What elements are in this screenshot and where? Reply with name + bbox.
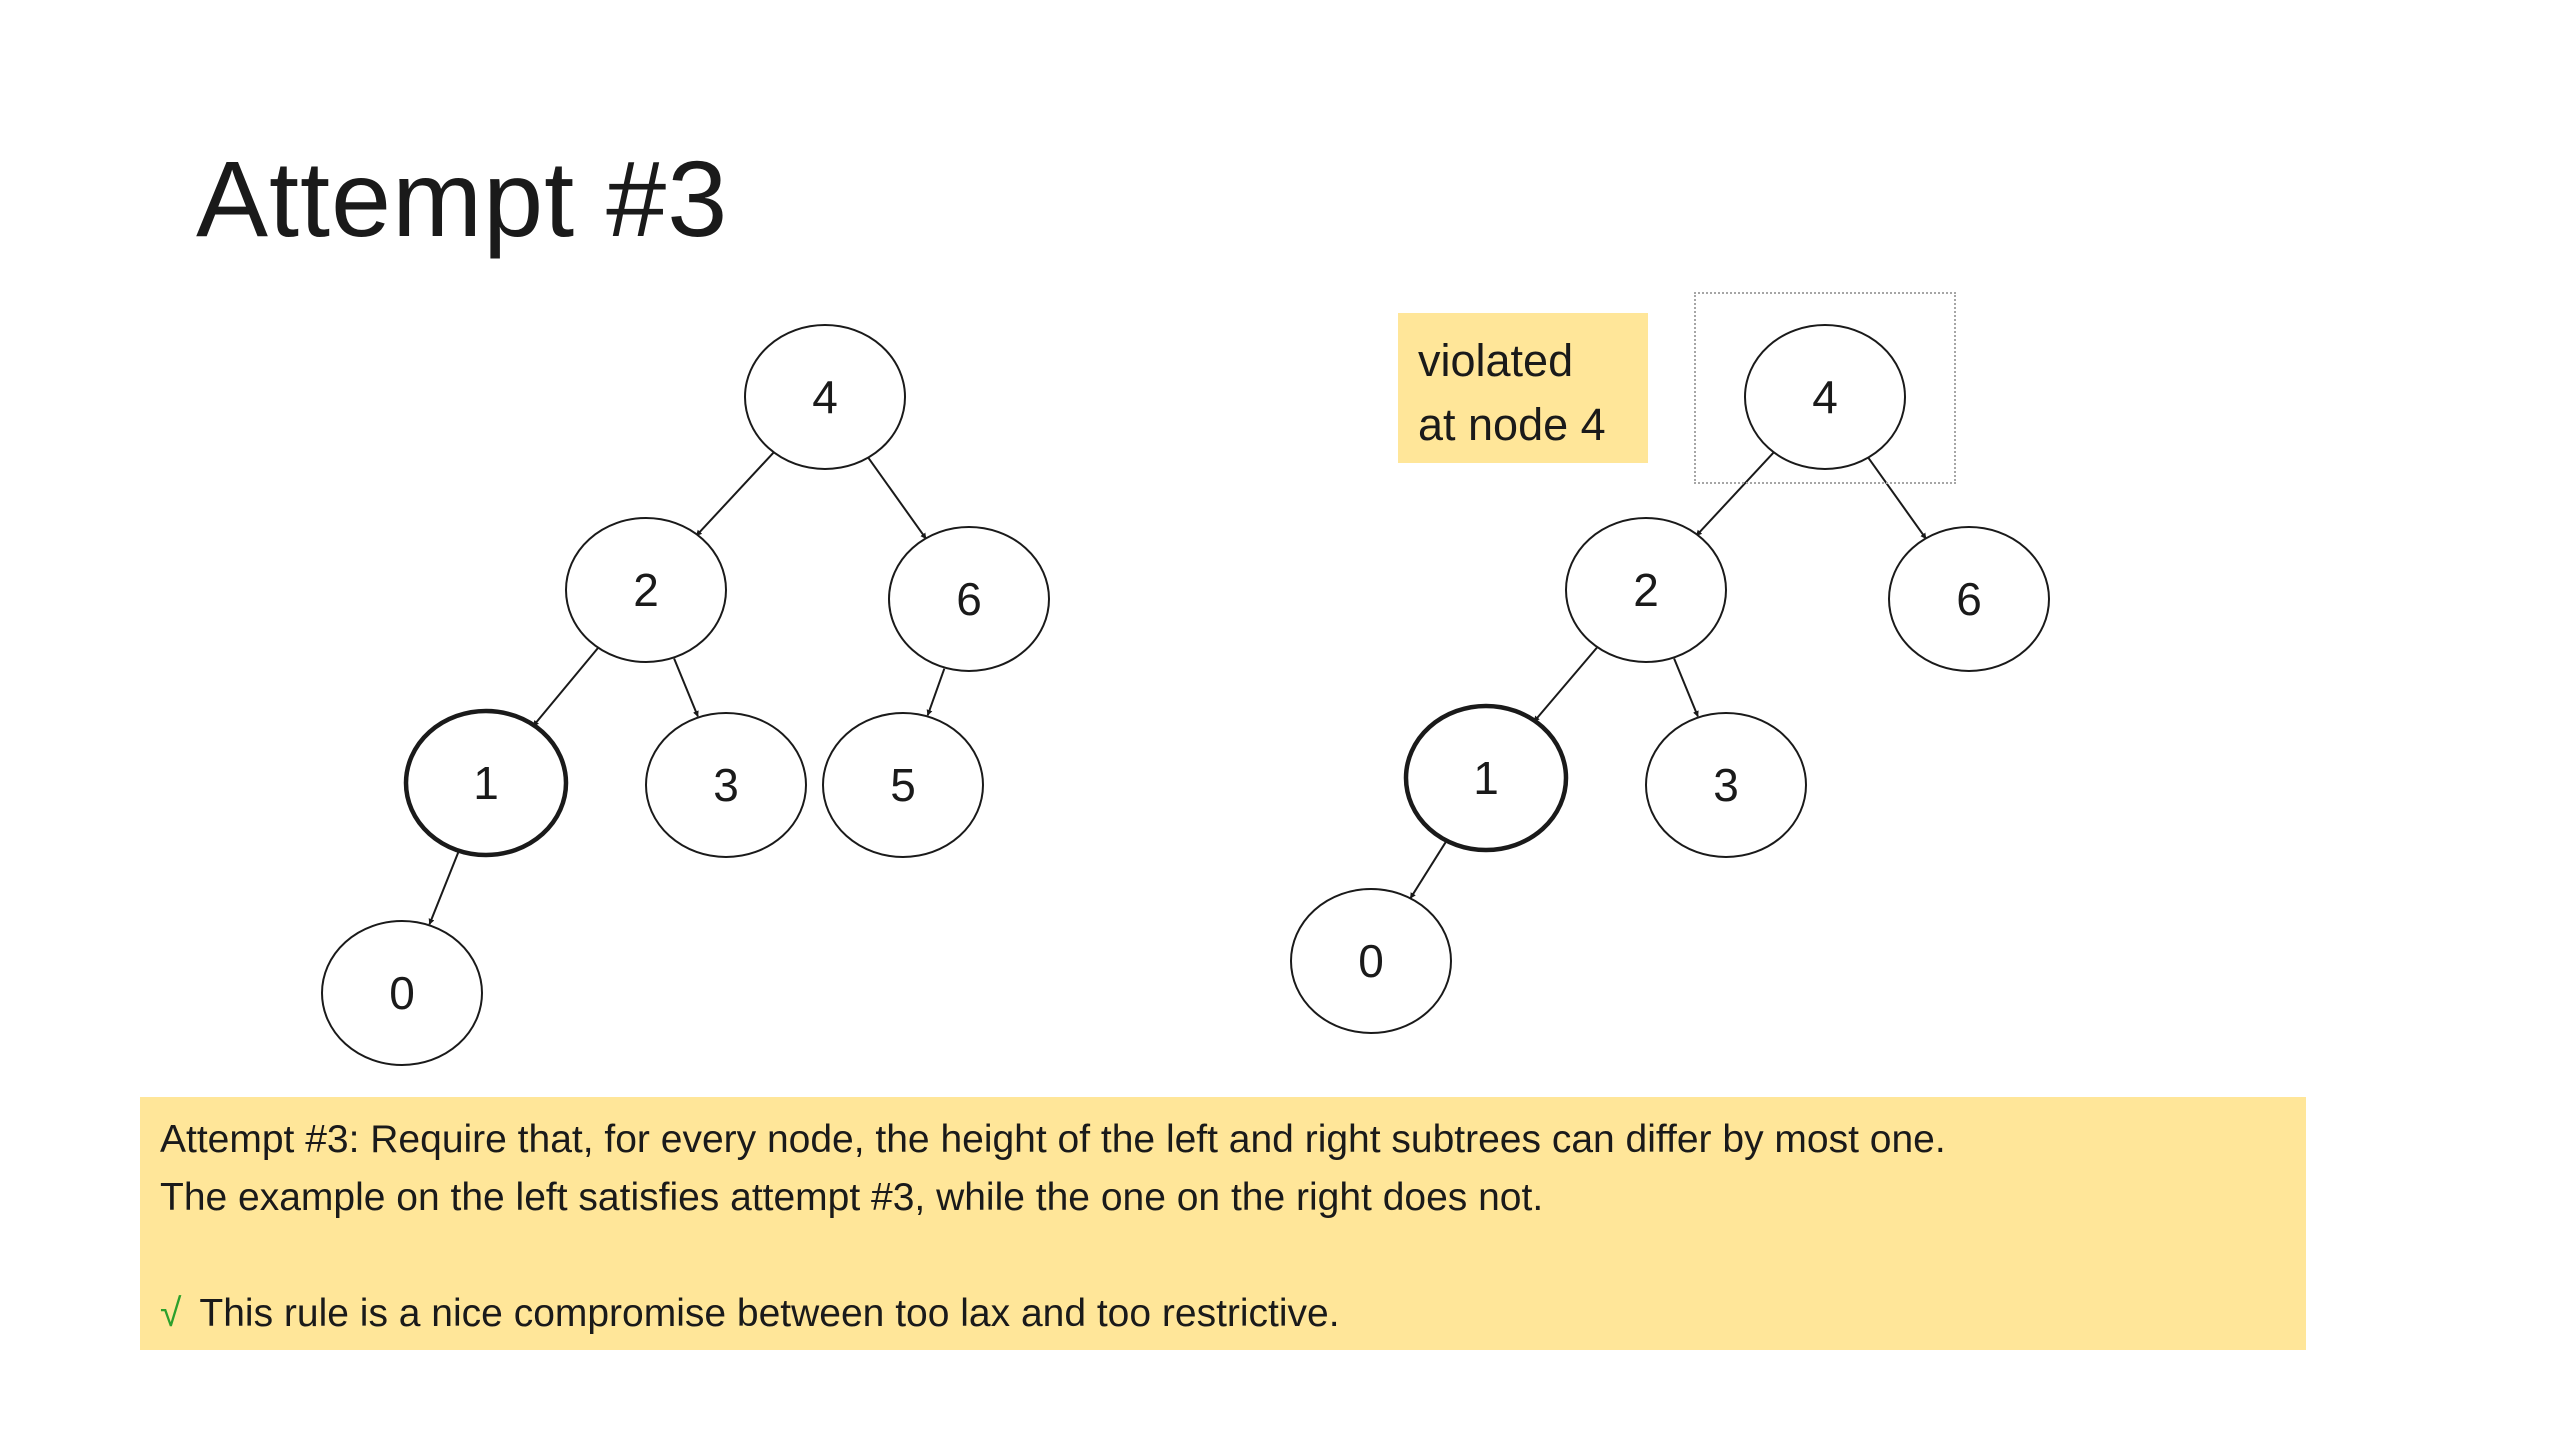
left-edge-n1-n0 bbox=[428, 851, 460, 925]
right-tree-node-2: 2 bbox=[1565, 517, 1727, 663]
right-edge-n1-n0 bbox=[1409, 840, 1448, 899]
explanation-line-3-row: √ This rule is a nice compromise between … bbox=[160, 1285, 2286, 1343]
right-edge-n2-n1 bbox=[1533, 645, 1599, 723]
left-edge-n4-n6 bbox=[867, 456, 927, 540]
left-tree-node-6: 6 bbox=[888, 526, 1050, 672]
left-tree-node-4: 4 bbox=[744, 324, 906, 470]
explanation-spacer bbox=[160, 1227, 2286, 1285]
violation-callout: violated at node 4 bbox=[1398, 313, 1648, 463]
right-edge-n4-n6 bbox=[1867, 456, 1927, 540]
right-node-circle-0 bbox=[1290, 888, 1452, 1034]
left-node-label-0: 0 bbox=[389, 967, 415, 1019]
left-tree-node-1: 1 bbox=[403, 708, 569, 858]
left-tree-node-0: 0 bbox=[321, 920, 483, 1066]
left-node-circle-0 bbox=[321, 920, 483, 1066]
left-tree-node-2: 2 bbox=[565, 517, 727, 663]
right-edge-n2-n3 bbox=[1673, 658, 1699, 718]
left-tree-node-5: 5 bbox=[822, 712, 984, 858]
left-node-label-1: 1 bbox=[473, 757, 499, 809]
right-node-circle-6 bbox=[1888, 526, 2050, 672]
right-node-circle-4 bbox=[1744, 324, 1906, 470]
left-node-circle-3 bbox=[645, 712, 807, 858]
right-tree-node-1: 1 bbox=[1403, 703, 1569, 853]
left-node-circle-5 bbox=[822, 712, 984, 858]
left-edge-n6-n5 bbox=[926, 668, 946, 716]
left-node-label-6: 6 bbox=[956, 573, 982, 625]
right-tree-node-0: 0 bbox=[1290, 888, 1452, 1034]
right-node-label-4: 4 bbox=[1812, 371, 1838, 423]
left-node-label-5: 5 bbox=[890, 759, 916, 811]
left-edge-n4-n2 bbox=[695, 450, 776, 537]
explanation-line-3: This rule is a nice compromise between t… bbox=[199, 1292, 1340, 1335]
left-node-circle-2 bbox=[565, 517, 727, 663]
right-tree: 4 2 6 1 3 0 bbox=[1290, 324, 2050, 1034]
right-tree-node-4: 4 bbox=[1744, 324, 1906, 470]
right-node-circle-2 bbox=[1565, 517, 1727, 663]
left-node-circle-1 bbox=[403, 708, 569, 858]
left-node-label-4: 4 bbox=[812, 371, 838, 423]
right-edge-n4-n2 bbox=[1695, 450, 1776, 537]
right-node-circle-1 bbox=[1403, 703, 1569, 853]
left-node-label-3: 3 bbox=[713, 759, 739, 811]
slide-title: Attempt #3 bbox=[196, 138, 729, 259]
right-tree-node-6: 6 bbox=[1888, 526, 2050, 672]
left-edge-n2-n1 bbox=[532, 646, 600, 727]
right-node-label-0: 0 bbox=[1358, 935, 1384, 987]
right-node-label-2: 2 bbox=[1633, 564, 1659, 616]
right-node-label-3: 3 bbox=[1713, 759, 1739, 811]
left-node-circle-4 bbox=[744, 324, 906, 470]
callout-line-2: at node 4 bbox=[1418, 399, 1606, 450]
explanation-box: Attempt #3: Require that, for every node… bbox=[140, 1097, 2306, 1350]
explanation-line-2: The example on the left satisfies attemp… bbox=[160, 1176, 1544, 1219]
left-tree-node-3: 3 bbox=[645, 712, 807, 858]
explanation-line-1: Attempt #3: Require that, for every node… bbox=[160, 1118, 1946, 1161]
right-node-label-6: 6 bbox=[1956, 573, 1982, 625]
check-mark-icon: √ bbox=[160, 1292, 182, 1335]
right-tree-node-3: 3 bbox=[1645, 712, 1807, 858]
right-node-circle-3 bbox=[1645, 712, 1807, 858]
right-node-label-1: 1 bbox=[1473, 752, 1499, 804]
violation-highlight-box bbox=[1694, 292, 1956, 484]
left-edge-n2-n3 bbox=[673, 658, 699, 718]
left-node-circle-6 bbox=[888, 526, 1050, 672]
left-node-label-2: 2 bbox=[633, 564, 659, 616]
left-tree: 4 2 6 1 3 5 0 bbox=[321, 324, 1050, 1066]
callout-line-1: violated bbox=[1418, 335, 1574, 386]
